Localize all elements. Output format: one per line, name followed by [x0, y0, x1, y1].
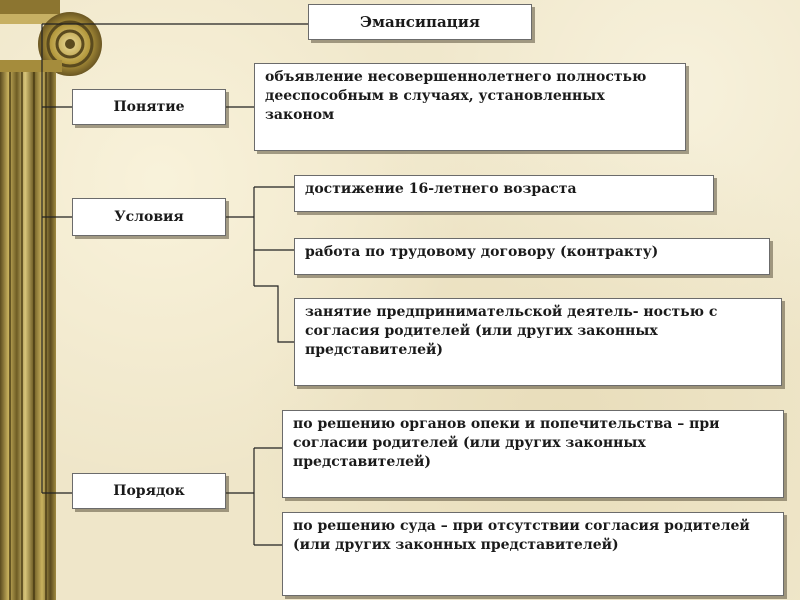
condition-text: работа по трудовому договору (контракту) [305, 244, 659, 260]
procedure-text: по решению суда – при отсутствии согласи… [293, 518, 750, 553]
condition-box-business: занятие предпринимательской деятель- нос… [294, 298, 782, 386]
procedure-text: по решению органов опеки и попечительств… [293, 416, 720, 470]
definition-box: объявление несовершеннолетнего полностью… [254, 63, 686, 151]
label-definition: Понятие [72, 89, 226, 125]
ionic-column-icon [0, 0, 102, 600]
label-conditions: Условия [72, 198, 226, 236]
condition-text: достижение 16-летнего возраста [305, 181, 577, 197]
diagram-title-text: Эмансипация [360, 12, 480, 31]
label-procedure-text: Порядок [113, 482, 185, 499]
procedure-box-guardianship: по решению органов опеки и попечительств… [282, 410, 784, 498]
procedure-box-court: по решению суда – при отсутствии согласи… [282, 512, 784, 596]
label-definition-text: Понятие [113, 98, 185, 115]
condition-box-employment: работа по трудовому договору (контракту) [294, 238, 770, 275]
label-procedure: Порядок [72, 473, 226, 509]
condition-text: занятие предпринимательской деятель- нос… [305, 304, 718, 358]
label-conditions-text: Условия [114, 208, 184, 225]
definition-text: объявление несовершеннолетнего полностью… [265, 69, 647, 123]
diagram-title: Эмансипация [308, 4, 532, 40]
condition-box-age: достижение 16-летнего возраста [294, 175, 714, 212]
